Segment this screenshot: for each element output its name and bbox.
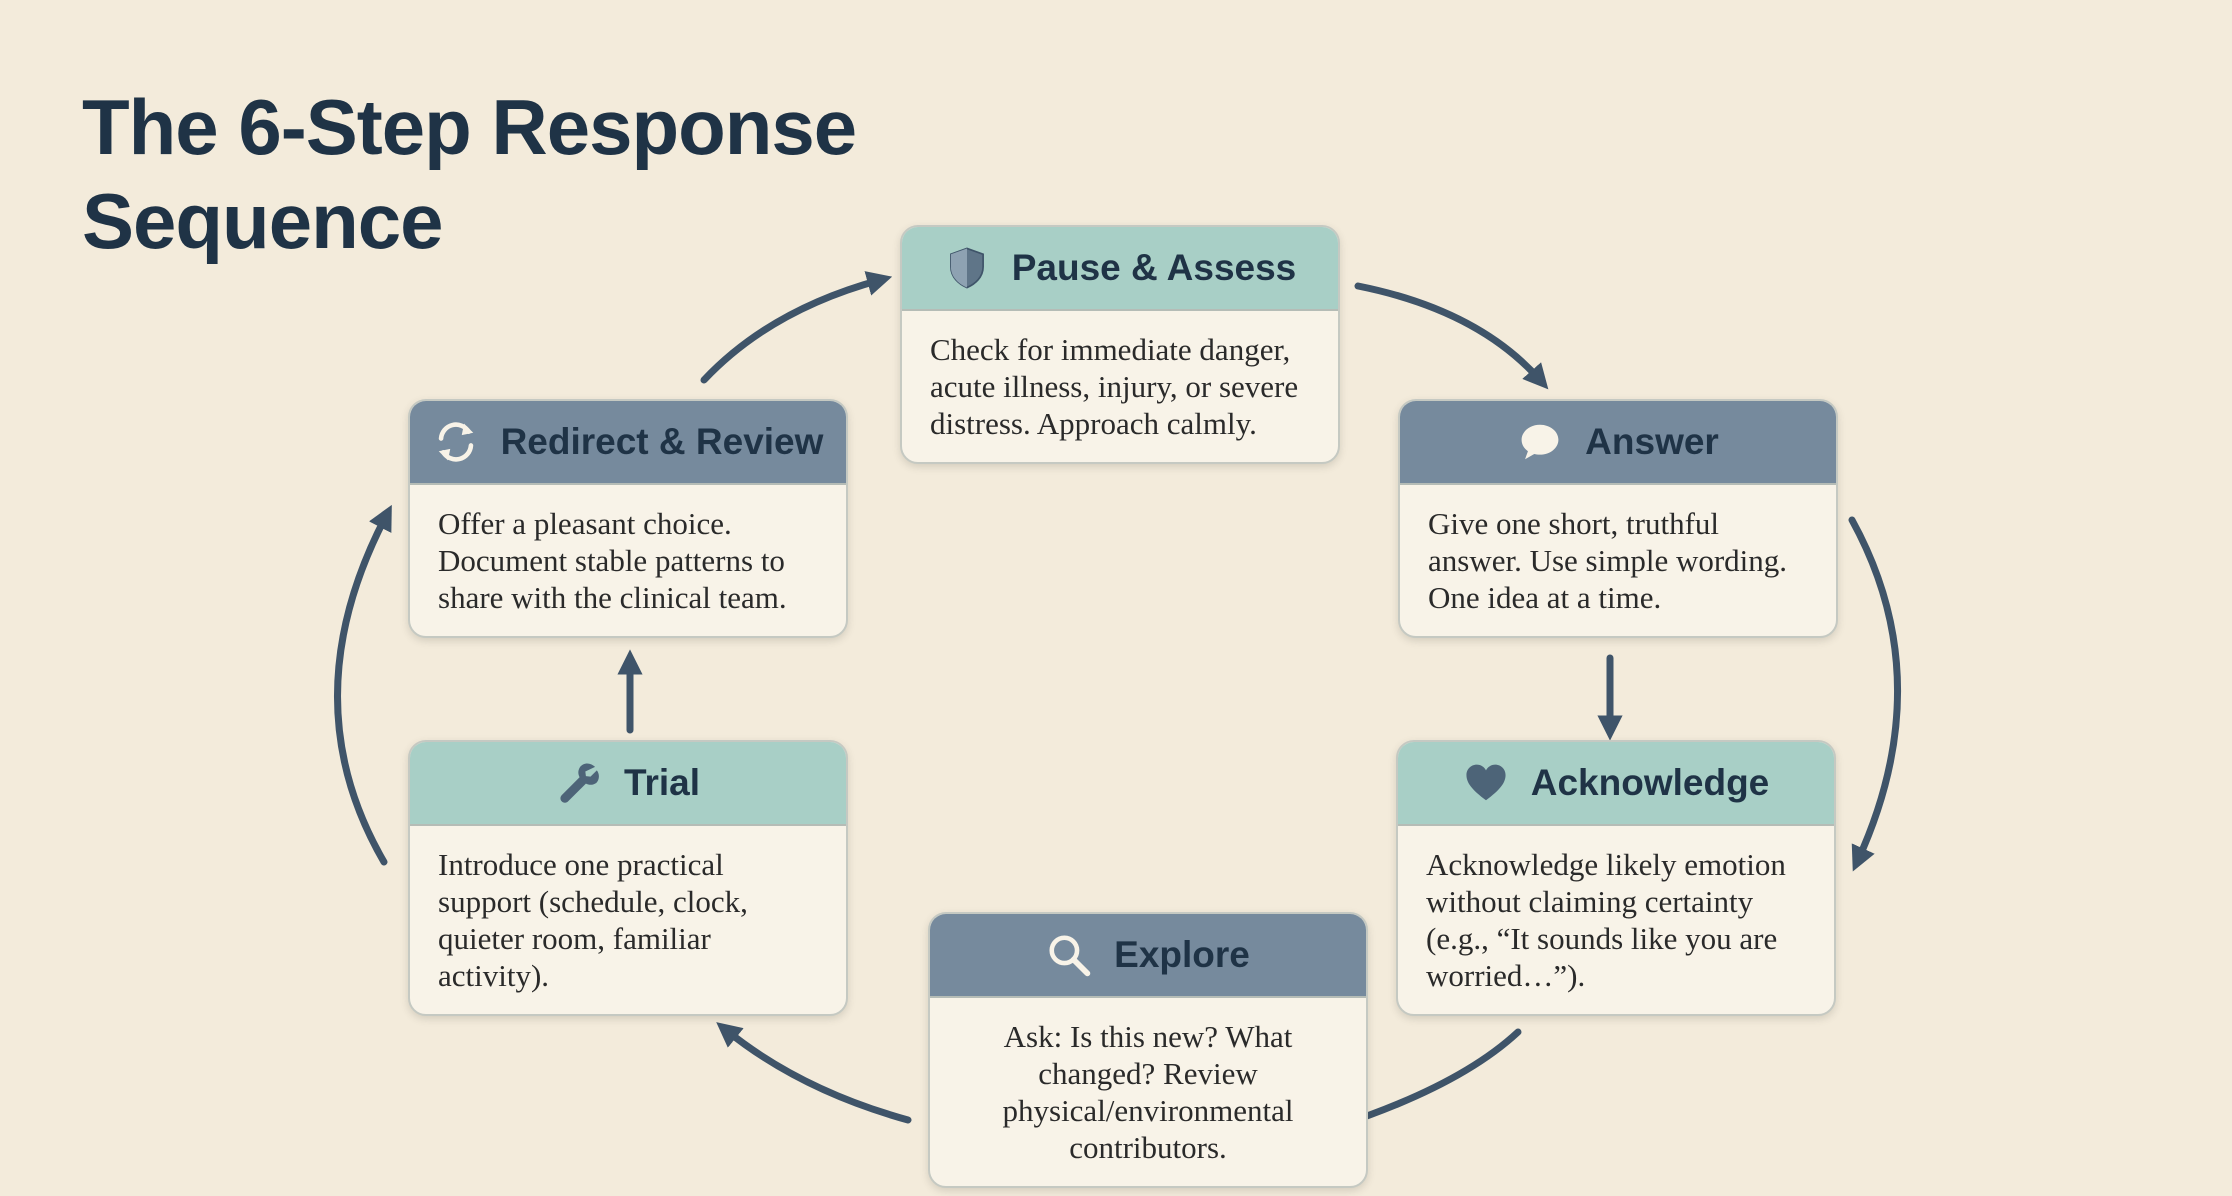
step-redirect-review-header: Redirect & Review xyxy=(410,401,846,485)
step-acknowledge-card: Acknowledge Acknowledge likely emotion w… xyxy=(1396,740,1836,1016)
step-trial-body: Introduce one practical support (schedul… xyxy=(438,847,748,993)
arrow-outer-left xyxy=(334,504,392,866)
step-pause-assess-body: Check for immediate danger, acute illnes… xyxy=(930,332,1299,441)
step-trial-card: Trial Introduce one practical support (s… xyxy=(408,740,848,1016)
heart-icon xyxy=(1466,764,1506,801)
step-pause-assess-card: Pause & Assess Check for immediate dange… xyxy=(900,225,1340,464)
arrow-redirect-to-pause xyxy=(700,271,893,384)
refresh-icon xyxy=(438,422,473,462)
step-answer-header: Answer xyxy=(1400,401,1836,485)
speech-bubble-icon xyxy=(1521,424,1559,460)
magnifier-icon xyxy=(1049,935,1091,977)
step-answer-title: Answer xyxy=(1585,421,1719,462)
step-pause-assess-title: Pause & Assess xyxy=(1011,247,1297,288)
step-answer-body: Give one short, truthful answer. Use sim… xyxy=(1428,506,1788,615)
step-redirect-review-card: Redirect & Review Offer a pleasant choic… xyxy=(408,399,848,638)
step-trial-title: Trial xyxy=(623,762,701,803)
arrow-explore-to-trial xyxy=(716,1022,912,1124)
step-acknowledge-header: Acknowledge xyxy=(1398,742,1834,826)
step-acknowledge-title: Acknowledge xyxy=(1530,762,1770,803)
step-explore-body: Ask: Is this new? What changed? Review p… xyxy=(1002,1019,1294,1165)
diagram-title: The 6-Step Response Sequence xyxy=(82,83,857,265)
step-acknowledge-body: Acknowledge likely emotion without claim… xyxy=(1426,847,1786,993)
step-pause-assess-header: Pause & Assess xyxy=(902,227,1338,311)
wrench-icon xyxy=(560,763,599,803)
shield-icon xyxy=(949,247,984,289)
arrow-pause-to-answer xyxy=(1354,282,1549,390)
step-explore-card: Explore Ask: Is this new? What changed? … xyxy=(928,912,1368,1188)
step-explore-header: Explore xyxy=(930,914,1366,998)
step-explore-title: Explore xyxy=(1114,934,1250,975)
step-redirect-review-body: Offer a pleasant choice. Document stable… xyxy=(438,506,787,615)
arrow-outer-right xyxy=(1848,516,1901,872)
step-trial-header: Trial xyxy=(410,742,846,826)
step-redirect-review-title: Redirect & Review xyxy=(500,421,824,462)
step-answer-card: Answer Give one short, truthful answer. … xyxy=(1398,399,1838,638)
